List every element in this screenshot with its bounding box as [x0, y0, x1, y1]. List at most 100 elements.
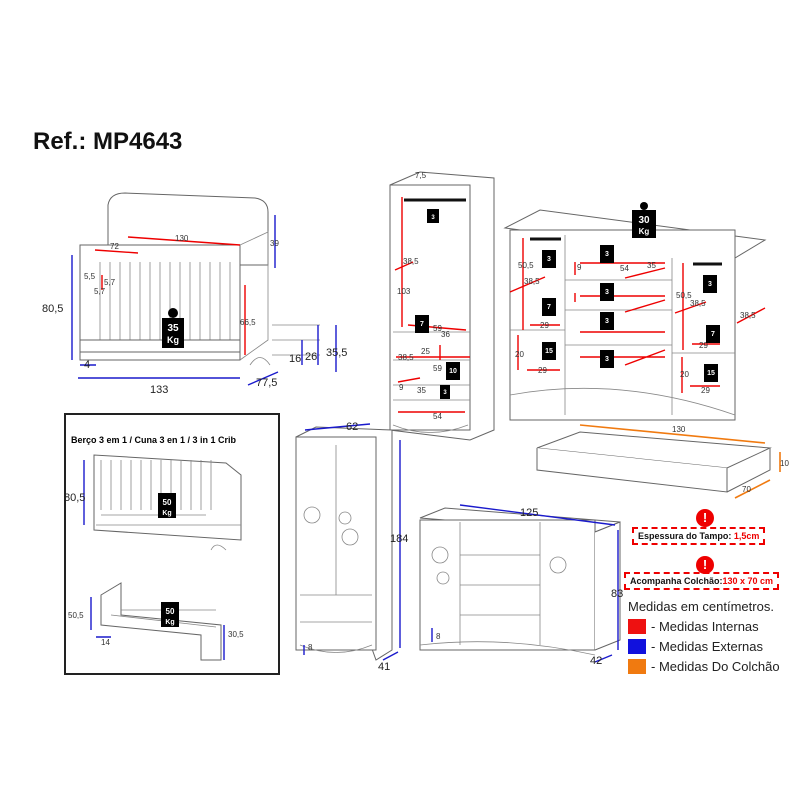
svg-text:80,5: 80,5 [66, 492, 85, 504]
crib-dim-5-7a: 5,7 [104, 278, 116, 287]
svg-text:3: 3 [605, 356, 609, 363]
svg-text:7,5: 7,5 [415, 171, 427, 180]
svg-text:29: 29 [540, 321, 549, 330]
svg-text:7: 7 [711, 331, 715, 338]
crib-drawing: 130 39 72 5,5 5,7 5,7 66,5 80,5 4 133 77… [42, 192, 347, 396]
svg-text:Kg: Kg [639, 227, 650, 236]
crib-dim-77-5: 77,5 [256, 377, 277, 389]
svg-text:15: 15 [707, 370, 715, 377]
weight-icon: 3 [542, 250, 556, 268]
weight-icon: 15 [542, 342, 556, 360]
crib-dim-133: 133 [150, 384, 168, 396]
legend-title: Medidas em centímetros. [628, 598, 774, 614]
crib-dim-4: 4 [84, 359, 90, 371]
crib-dim-72: 72 [110, 242, 119, 251]
weight-icon: 3 [600, 283, 614, 301]
svg-text:50,5: 50,5 [676, 291, 692, 300]
mattress-note: Acompanha Colchão:130 x 70 cm [624, 572, 780, 590]
svg-text:3: 3 [605, 289, 609, 296]
dresser-interior-drawing: 50,5 38,5 29 20 29 9 54 35 50,5 38,5 38,… [503, 202, 767, 421]
svg-text:25: 25 [421, 347, 430, 356]
wardrobe-drawing: 62 184 41 8 [295, 421, 408, 673]
reference-title: Ref.: MP4643 [33, 128, 183, 155]
svg-text:38,5: 38,5 [403, 257, 419, 266]
svg-text:8: 8 [436, 632, 441, 641]
svg-text:7: 7 [547, 304, 551, 311]
weight-icon: 7 [706, 325, 720, 343]
svg-text:3: 3 [605, 318, 609, 325]
svg-text:83: 83 [611, 588, 623, 600]
svg-text:9: 9 [399, 383, 404, 392]
svg-text:20: 20 [680, 370, 689, 379]
crib-dim-80-5: 80,5 [42, 303, 63, 315]
weight-icon: 3 [440, 385, 450, 399]
svg-text:29: 29 [538, 366, 547, 375]
top-thickness-note: Espessura do Tampo: 1,5cm [632, 527, 766, 545]
svg-text:50: 50 [166, 607, 175, 616]
svg-text:3: 3 [431, 215, 435, 221]
warning-icon: ! [696, 509, 714, 527]
svg-text:9: 9 [577, 263, 582, 272]
weight-icon: 10 [446, 362, 460, 380]
svg-text:35: 35 [647, 261, 656, 270]
crib-dim-130: 130 [175, 234, 189, 243]
crib-dim-39: 39 [270, 239, 279, 248]
svg-text:30: 30 [638, 215, 650, 226]
svg-text:59: 59 [433, 364, 442, 373]
svg-text:125: 125 [520, 507, 538, 519]
svg-text:29: 29 [701, 386, 710, 395]
weight-icon: 7 [415, 315, 429, 333]
crib-dim-5-5: 5,5 [84, 272, 96, 281]
svg-text:54: 54 [433, 412, 442, 421]
warning-icon: ! [696, 556, 714, 574]
svg-text:36: 36 [441, 330, 450, 339]
svg-text:3: 3 [443, 390, 447, 396]
wardrobe-interior-drawing: 7,5 38,5 103 59 36 38,5 25 59 9 35 54 3 … [389, 171, 495, 441]
legend-item-mattress: - Medidas Do Colchão [628, 656, 780, 676]
weight-icon: 3 [703, 275, 717, 293]
swatch-blue [628, 638, 646, 654]
svg-text:3: 3 [708, 281, 712, 288]
svg-text:10: 10 [780, 459, 789, 468]
legend-item-external: - Medidas Externas [628, 636, 780, 656]
svg-text:35: 35 [417, 386, 426, 395]
svg-text:3: 3 [547, 256, 551, 263]
legend: Medidas em centímetros. - Medidas Intern… [628, 596, 780, 676]
crib-dim-35-5: 35,5 [326, 347, 347, 359]
svg-text:10: 10 [449, 368, 457, 375]
weight-icon: 3 [427, 209, 439, 223]
svg-text:Kg: Kg [162, 510, 171, 517]
svg-text:59: 59 [433, 324, 442, 333]
inset-title: Berço 3 em 1 / Cuna 3 en 1 / 3 in 1 Crib [71, 435, 237, 445]
weight-icon: 3 [600, 312, 614, 330]
svg-text:41: 41 [378, 661, 390, 673]
swatch-orange [628, 658, 646, 674]
crib-dim-66-5: 66,5 [240, 318, 256, 327]
swatch-red [628, 618, 646, 634]
svg-text:42: 42 [590, 655, 602, 667]
svg-text:130: 130 [672, 425, 686, 434]
crib-dim-16: 16 [289, 353, 301, 365]
svg-text:38,5: 38,5 [398, 353, 414, 362]
svg-text:54: 54 [620, 264, 629, 273]
svg-text:50: 50 [163, 498, 172, 507]
weight-icon: 7 [542, 298, 556, 316]
svg-text:103: 103 [397, 287, 411, 296]
weight-icon [162, 318, 184, 348]
svg-text:50,5: 50,5 [68, 611, 84, 620]
svg-text:38,5: 38,5 [524, 277, 540, 286]
svg-text:20: 20 [515, 350, 524, 359]
svg-text:62: 62 [346, 421, 358, 433]
weight-icon: 15 [704, 364, 718, 382]
weight-icon: 3 [600, 245, 614, 263]
svg-text:38,5: 38,5 [740, 311, 756, 320]
svg-text:29: 29 [699, 341, 708, 350]
svg-text:70: 70 [742, 485, 751, 494]
svg-text:14: 14 [101, 638, 110, 647]
svg-text:50,5: 50,5 [518, 261, 534, 270]
svg-text:30,5: 30,5 [228, 630, 244, 639]
svg-text:35: 35 [167, 323, 179, 334]
svg-text:8: 8 [308, 643, 313, 652]
